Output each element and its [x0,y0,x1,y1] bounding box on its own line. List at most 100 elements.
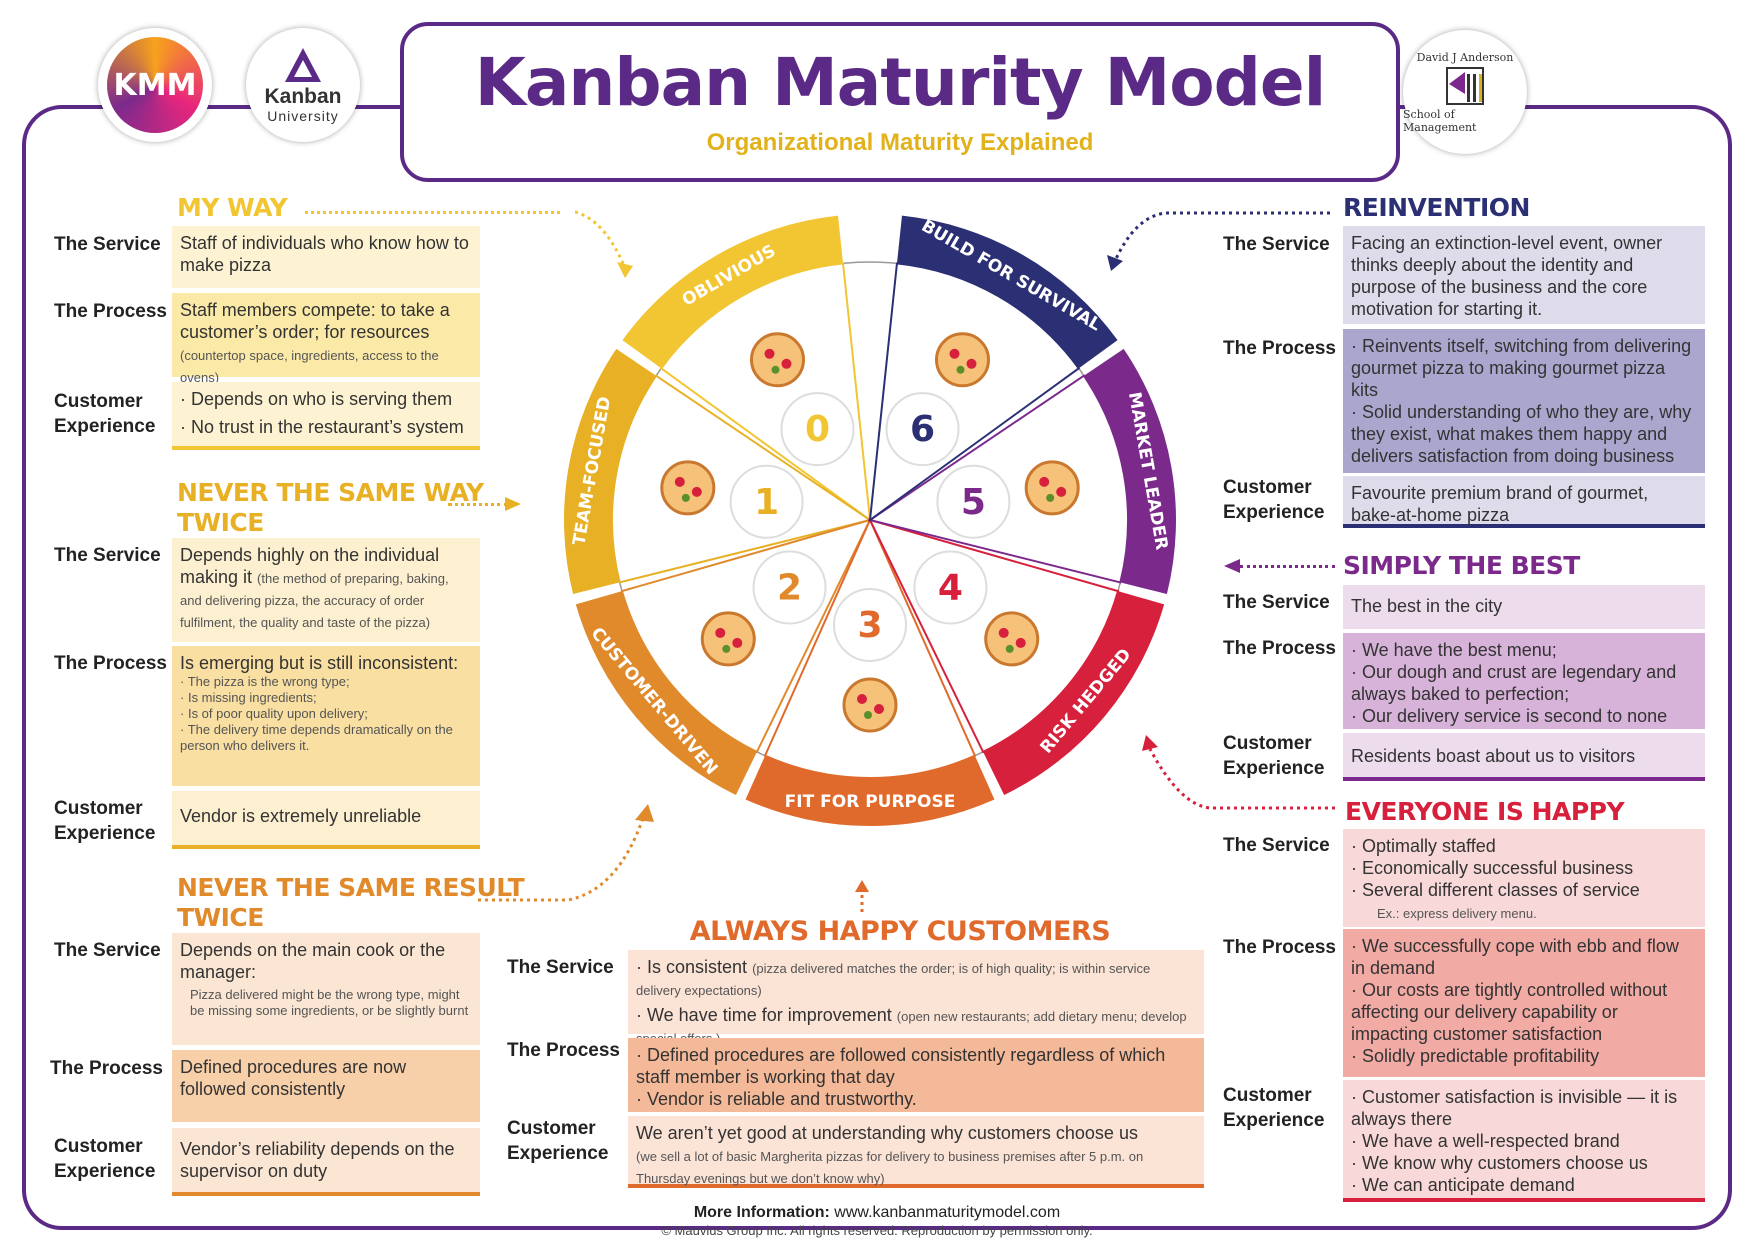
level3-process-item: Defined procedures are followed consiste… [636,1044,1196,1088]
pizza-topping-icon [864,711,872,719]
level3-heading: ALWAYS HAPPY CUSTOMERS [689,916,1111,947]
pizza-illustration-icon [842,677,898,733]
wheel-number-badge [833,588,907,662]
level5-connector [1240,565,1335,568]
level0-process-note: (countertop space, ingredients, access t… [180,348,439,385]
level6-heading: REINVENTION [1343,193,1530,222]
level4-cx-label1: Customer [1223,1085,1312,1106]
level2-cx-text: Vendor’s reliability depends on the supe… [180,1139,455,1181]
wheel-number: 6 [910,409,935,450]
level4-process-item: Our costs are tightly controlled without… [1351,979,1697,1045]
level6-service-cell: Facing an extinction-level event, owner … [1343,226,1705,324]
level6-cx-cell: Favourite premium brand of gourmet, bake… [1343,476,1705,528]
level5-process-item: Our dough and crust are legendary and al… [1351,661,1697,705]
wheel-band [575,591,757,796]
level5-cx-label1: Customer [1223,733,1312,754]
level1-connector [448,503,508,506]
pizza-topping-icon [732,637,743,648]
pizza-illustration-icon [660,460,716,516]
footer-more-info: More Information: www.kanbanmaturitymode… [0,1204,1754,1222]
level0-cx-label2: Experience [54,416,156,437]
wheel-number: 3 [857,605,882,646]
level2-service-cell: Depends on the main cook or the manager:… [172,933,480,1045]
wheel-number-badge [780,392,855,467]
level0-service-cell: Staff of individuals who know how to mak… [172,226,480,288]
school-logo-line2: School of Management [1403,107,1477,134]
footer-copyright: © Mauvius Group Inc. All rights reserved… [661,1223,1093,1238]
level0-cx-cell: Depends on who is serving them No trust … [172,382,480,450]
level3-cx-note: (we sell a lot of basic Margherita pizza… [636,1149,1144,1186]
level2-process-label: The Process [50,1058,163,1079]
wheel-number: 2 [777,567,802,608]
level2-cx-cell: Vendor’s reliability depends on the supe… [172,1128,480,1196]
level4-service-item: Optimally staffed [1351,835,1697,857]
logo-ku-line2: University [267,108,339,124]
kmm-logo: KMM [98,28,212,142]
pizza-topping-icon [1046,493,1055,502]
level5-service-text: The best in the city [1351,596,1503,616]
kanban-university-logo: Kanban University [246,28,360,142]
level3-process-item: Vendor is reliable and trustworthy. [636,1088,1196,1110]
pizza-topping-icon [1015,637,1026,648]
level2-heading-line1: NEVER THE SAME RESULT [177,873,525,902]
pizza-topping-icon [874,704,884,714]
level4-service-item: Economically successful business [1351,857,1697,879]
footer-url-link[interactable]: www.kanbanmaturitymodel.com [834,1204,1061,1221]
level1-process-item: Is missing ingredients; [180,690,472,706]
level3-service-label: The Service [507,957,614,978]
pizza-topping-icon [681,493,690,502]
kmm-logo-text: KMM [113,67,197,103]
pizza-illustration-icon [700,611,756,667]
level4-heading: EVERYONE IS HAPPY [1345,797,1625,826]
level4-process-item: We successfully cope with ebb and flow i… [1351,935,1697,979]
level6-cx-text: Favourite premium brand of gourmet, bake… [1351,483,1649,525]
pizza-topping-icon [998,627,1009,638]
pizza-topping-icon [715,627,726,638]
level6-cx-label2: Experience [1223,502,1325,523]
level2-service-label: The Service [54,940,161,961]
level5-heading: SIMPLY THE BEST [1343,551,1580,580]
level2-arrow-icon [478,804,654,902]
level2-cx-label1: Customer [54,1136,143,1157]
level3-service-item: We have time for improvement [647,1005,892,1025]
level1-cx-label2: Experience [54,823,156,844]
level3-cx-label1: Customer [507,1118,596,1139]
wheel-number: 0 [805,409,830,450]
level4-cx-cell: Customer satisfaction is invisible — it … [1343,1080,1705,1202]
level0-connector [305,211,560,214]
level6-process-cell: Reinvents itself, switching from deliver… [1343,329,1705,473]
level2-process-text: Defined procedures are now followed cons… [180,1057,407,1099]
level1-cx-text: Vendor is extremely unreliable [180,806,422,826]
level5-cx-cell: Residents boast about us to visitors [1343,733,1705,781]
level6-process-item: Reinvents itself, switching from deliver… [1351,335,1697,401]
level0-service-text: Staff of individuals who know how to mak… [180,233,469,275]
level4-cx-item: We can anticipate demand [1351,1174,1697,1196]
wheel-number-badge [936,464,1011,539]
level1-heading-line1: NEVER THE SAME WAY [177,478,484,507]
level5-cx-label2: Experience [1223,758,1325,779]
level0-arrow-icon [575,210,633,278]
level5-process-item: We have the best menu; [1351,639,1697,661]
level6-process-label: The Process [1223,338,1336,359]
level1-process-item: Is of poor quality upon delivery; [180,706,472,722]
pizza-topping-icon [1005,644,1014,653]
level3-process-cell: Defined procedures are followed consiste… [628,1038,1204,1112]
wheel-band [1083,348,1176,595]
level2-service-text: Depends on the main cook or the manager: [180,940,446,982]
pizza-illustration-icon [750,332,805,388]
level6-process-item: Solid understanding of who they are, why… [1351,401,1697,467]
level4-cx-item: Customer satisfaction is invisible — it … [1351,1086,1697,1130]
title-box: Kanban Maturity Model Organizational Mat… [400,22,1400,182]
school-logo: David J Anderson School of Management [1403,30,1527,154]
pizza-topping-icon [949,348,960,359]
wheel-number: 1 [754,482,779,523]
page-title: Kanban Maturity Model [474,44,1327,121]
level4-service-item: Several different classes of service [1351,879,1697,901]
level2-service-note: Pizza delivered might be the wrong type,… [190,987,469,1018]
level5-service-cell: The best in the city [1343,585,1705,629]
level3-cx-label2: Experience [507,1143,609,1164]
level4-process-cell: We successfully cope with ebb and flow i… [1343,929,1705,1077]
level1-process-item: The pizza is the wrong type; [180,674,472,690]
level0-cx-item: Depends on who is serving them [180,388,472,410]
